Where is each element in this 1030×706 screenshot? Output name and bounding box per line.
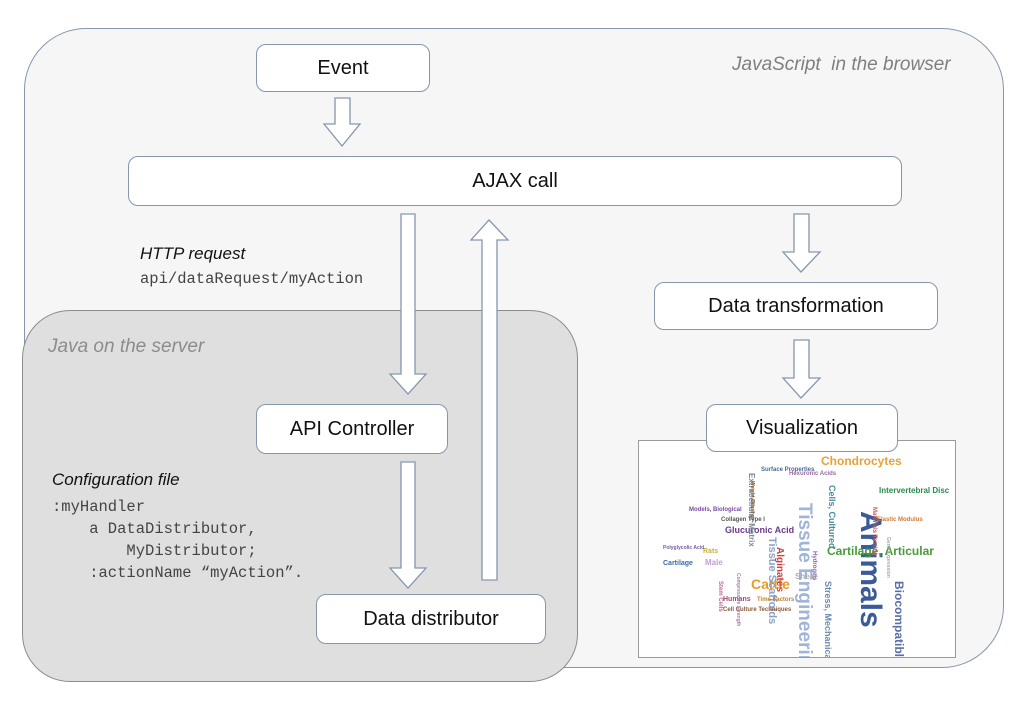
- ajax-call-node: AJAX call: [128, 156, 902, 206]
- word-cloud-term: Alginates: [774, 547, 785, 592]
- word-cloud-term: Tissue Engineering: [794, 503, 815, 658]
- word-cloud-term: Weight-Bearing: [749, 481, 755, 518]
- data-distributor-node-label: Data distributor: [363, 607, 499, 630]
- word-cloud-term: Models, Biological: [689, 507, 742, 513]
- word-cloud-term: Intervertebral Disc: [879, 486, 950, 495]
- word-cloud-term: Collagen Type I: [721, 517, 765, 523]
- word-cloud-term: Cell Culture Techniques: [723, 607, 792, 613]
- word-cloud-term: Humans: [723, 596, 751, 603]
- word-cloud-term: Cells, Cultured: [827, 485, 837, 549]
- word-cloud-term: Chondrocytes: [821, 454, 902, 468]
- word-cloud-term: Cattle: [751, 576, 790, 592]
- data-distributor-node: Data distributor: [316, 594, 546, 644]
- word-cloud-term: Animals: [854, 511, 887, 628]
- data-transformation-node-label: Data transformation: [708, 294, 884, 317]
- arrow-ajax-to-api: [388, 213, 428, 395]
- config-line-1: :myHandler: [52, 498, 146, 516]
- config-line-3: MyDistributor;: [52, 542, 257, 560]
- arrow-distributor-to-ajax: [469, 219, 510, 581]
- word-cloud-term: Time Factors: [757, 597, 795, 603]
- word-cloud-term: Hydrogels: [811, 551, 817, 581]
- word-cloud-term: Extracellular Matrix: [747, 473, 756, 547]
- arrow-api-to-distributor: [388, 461, 428, 589]
- word-cloud-term: Stem Cells: [717, 581, 723, 612]
- visualization-node-label: Visualization: [746, 416, 858, 439]
- word-cloud-term: Surface Properties: [761, 467, 815, 473]
- word-cloud-term: Elastic Modulus: [877, 517, 923, 523]
- word-cloud-term: Cartilage, Articular: [827, 544, 934, 558]
- data-transformation-node: Data transformation: [654, 282, 938, 330]
- word-cloud-term: Materials Testing: [871, 507, 877, 556]
- word-cloud-term: Shear: [795, 572, 817, 581]
- word-cloud-term: Rats: [703, 548, 718, 555]
- word-cloud-term: Glucuronic Acid: [725, 525, 794, 535]
- ajax-call-node-label: AJAX call: [472, 169, 558, 192]
- arrow-transform-to-visualization: [781, 339, 822, 399]
- word-cloud-term: Cartilage: [663, 560, 693, 567]
- word-cloud-term: Biocompatible Materials: [892, 581, 906, 658]
- config-file-title: Configuration file: [52, 470, 180, 489]
- word-cloud-term: Compressive Strength: [735, 573, 741, 626]
- word-cloud-term: Male: [705, 558, 723, 567]
- visualization-node: Visualization: [706, 404, 898, 452]
- word-cloud: Animals Tissue Engineering ChondrocytesCar…: [663, 454, 950, 658]
- event-node: Event: [256, 44, 430, 92]
- word-cloud-term: Tissue Scaffolds: [766, 537, 778, 624]
- arrow-ajax-to-transform: [781, 213, 822, 273]
- http-request-path: api/dataRequest/myAction: [140, 270, 364, 288]
- api-controller-node: API Controller: [256, 404, 448, 454]
- event-node-label: Event: [317, 56, 369, 79]
- http-request-title: HTTP request: [140, 244, 246, 263]
- word-cloud-term: Polyglycolic Acid: [663, 545, 704, 551]
- arrow-event-to-ajax: [322, 97, 362, 148]
- api-controller-node-label: API Controller: [289, 417, 415, 440]
- config-line-4: :actionName “myAction”.: [52, 564, 304, 582]
- word-cloud-term: Gene Expression: [885, 537, 891, 578]
- server-region-label: Java on the server: [48, 336, 205, 357]
- config-line-2: a DataDistributor,: [52, 520, 257, 538]
- word-cloud-term: Hexuronic Acids: [789, 471, 837, 477]
- word-cloud-term: Stress, Mechanical: [823, 581, 833, 658]
- browser-region-label: JavaScript in the browser: [732, 54, 951, 75]
